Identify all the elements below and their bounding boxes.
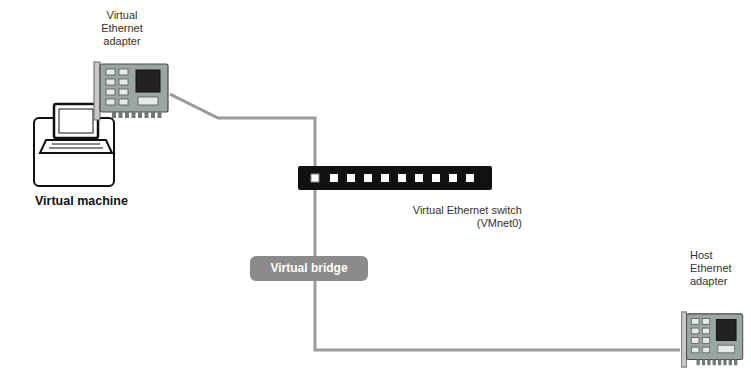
adapter-node: Virtual Ethernet adapter [92, 60, 172, 122]
network-link [315, 190, 680, 350]
network-link [170, 94, 315, 166]
switch-label: Virtual Ethernet switch (VMnet0) [402, 204, 522, 230]
network-card-icon [680, 310, 746, 369]
adapter-node: Host Ethernet adapter [680, 310, 746, 369]
network-card-icon [92, 60, 172, 122]
adapter-label: Virtual Ethernet adapter [89, 9, 155, 48]
adapter-label: Host Ethernet adapter [690, 249, 742, 288]
bridge-label: Virtual bridge [250, 256, 367, 281]
machine-label: Virtual machine [35, 194, 128, 209]
switch-node: Virtual Ethernet switch (VMnet0) [298, 166, 492, 190]
switch-icon [298, 166, 492, 190]
